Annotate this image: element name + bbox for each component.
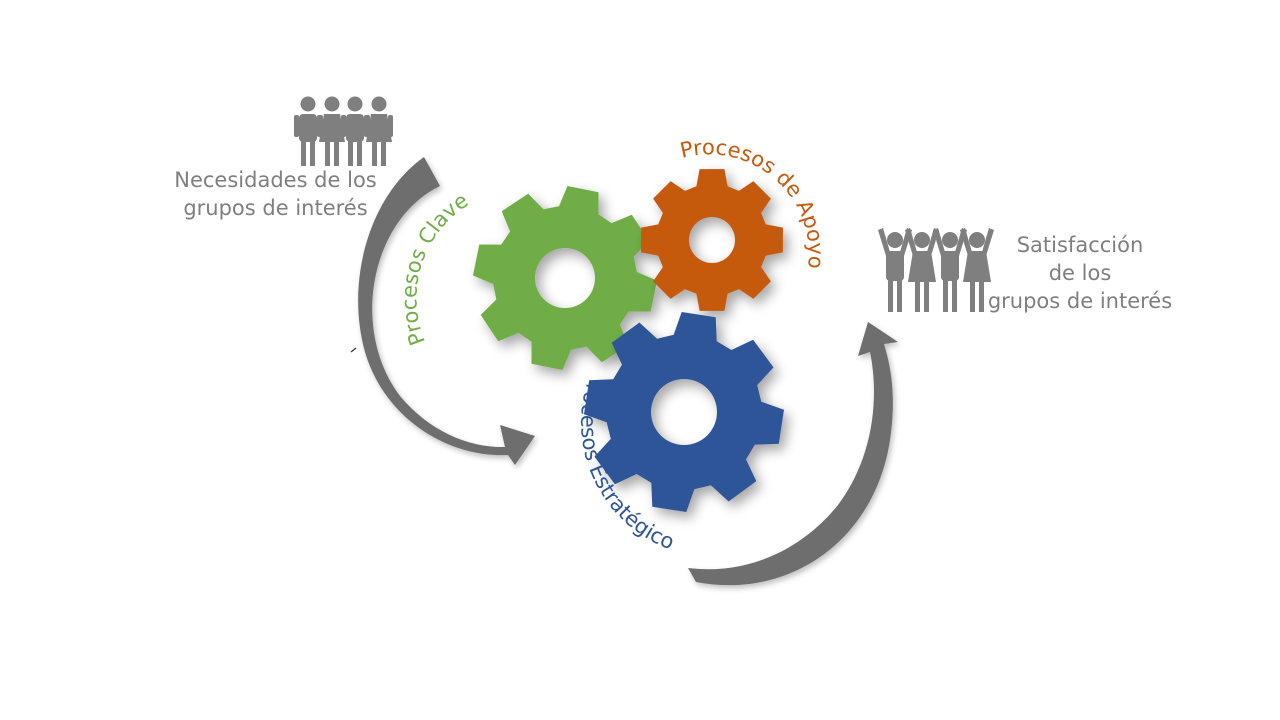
strategic-processes-label: Procesos Estratégicos (0, 0, 678, 554)
gear-key-processes-icon (473, 186, 657, 370)
gear-strategic-processes-icon (584, 312, 784, 512)
satisfaction-line-2: de los (1048, 261, 1112, 285)
satisfaction-arrow-body (688, 322, 898, 586)
person-icon (365, 96, 393, 166)
person-cheering-icon (905, 228, 939, 312)
satisfaction-flow-arrow (688, 322, 898, 586)
person-cheering-icon (960, 228, 994, 312)
stakeholder-needs-label: Necesidades de los grupos de interés (168, 166, 383, 222)
key-processes-label: Procesos Clave (397, 188, 472, 348)
satisfaction-line-3: grupos de interés (987, 289, 1173, 313)
people-celebrating-icon (878, 228, 994, 312)
gear-support-processes-icon (641, 169, 783, 311)
person-icon (341, 96, 369, 166)
satisfaction-line-1: Satisfacción (1016, 233, 1144, 257)
person-cheering-icon (933, 228, 967, 312)
needs-line-2: grupos de interés (183, 196, 368, 220)
stakeholder-satisfaction-label: Satisfacción de los grupos de interés (985, 231, 1175, 315)
needs-line-1: Necesidades de los (174, 168, 377, 192)
group-of-people-icon (294, 96, 393, 166)
stray-mark (350, 347, 357, 353)
person-cheering-icon (878, 228, 912, 312)
person-icon (294, 96, 322, 166)
needs-arrow-body (358, 157, 535, 465)
needs-flow-arrow (358, 157, 535, 465)
